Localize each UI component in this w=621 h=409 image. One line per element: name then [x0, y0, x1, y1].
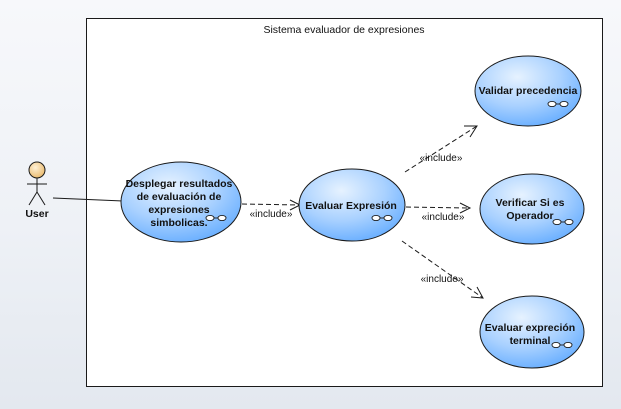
usecase-evaluate-expression-label: Evaluar Expresión [305, 200, 397, 212]
system-title: Sistema evaluador de expresiones [263, 24, 424, 36]
usecase-display-results[interactable]: Desplegar resultados de evaluación de ex… [120, 161, 242, 243]
usecase-display-results-line1: Desplegar resultados [126, 178, 233, 190]
usecase-evaluate-terminal-line2: terminal [510, 335, 551, 347]
include-label-evaluate-operator: «include» [422, 212, 465, 223]
subsystem-link-icon [205, 214, 227, 222]
usecase-verify-operator-line1: Verificar Si es [496, 197, 565, 209]
include-label-display-evaluate: «include» [250, 209, 293, 220]
actor-right-leg [36, 191, 46, 206]
actor-user[interactable]: User [25, 161, 49, 220]
usecase-display-results-line4: simbolicas. [150, 217, 207, 229]
actor-left-leg [28, 191, 38, 206]
include-label-evaluate-terminal: «include» [421, 274, 464, 285]
usecase-evaluate-terminal-line1: Evaluar expreción [485, 322, 575, 334]
usecase-evaluate-terminal[interactable]: Evaluar expreción terminal [479, 295, 585, 369]
subsystem-link-icon [552, 218, 574, 226]
include-label-evaluate-precedence: «include» [420, 153, 463, 164]
actor-label: User [25, 208, 48, 220]
usecase-evaluate-expression[interactable]: Evaluar Expresión [298, 168, 406, 242]
subsystem-link-icon [551, 341, 573, 349]
include-evaluate-operator[interactable]: «include» [405, 202, 472, 223]
association-user-display[interactable] [52, 197, 124, 202]
subsystem-link-icon [371, 214, 393, 222]
include-evaluate-precedence[interactable]: «include» [404, 125, 478, 173]
usecase-validate-precedence[interactable]: Validar precedencia [474, 55, 582, 127]
usecase-verify-operator[interactable]: Verificar Si es Operador [479, 173, 585, 245]
subsystem-link-icon [547, 100, 569, 108]
usecase-display-results-line2: de evaluación de [137, 191, 222, 203]
actor-head [28, 161, 46, 179]
usecase-verify-operator-line2: Operador [506, 210, 553, 222]
usecase-validate-precedence-label: Validar precedencia [479, 85, 578, 97]
usecase-display-results-line3: expresiones [148, 204, 209, 216]
include-evaluate-terminal[interactable]: «include» [401, 240, 484, 299]
